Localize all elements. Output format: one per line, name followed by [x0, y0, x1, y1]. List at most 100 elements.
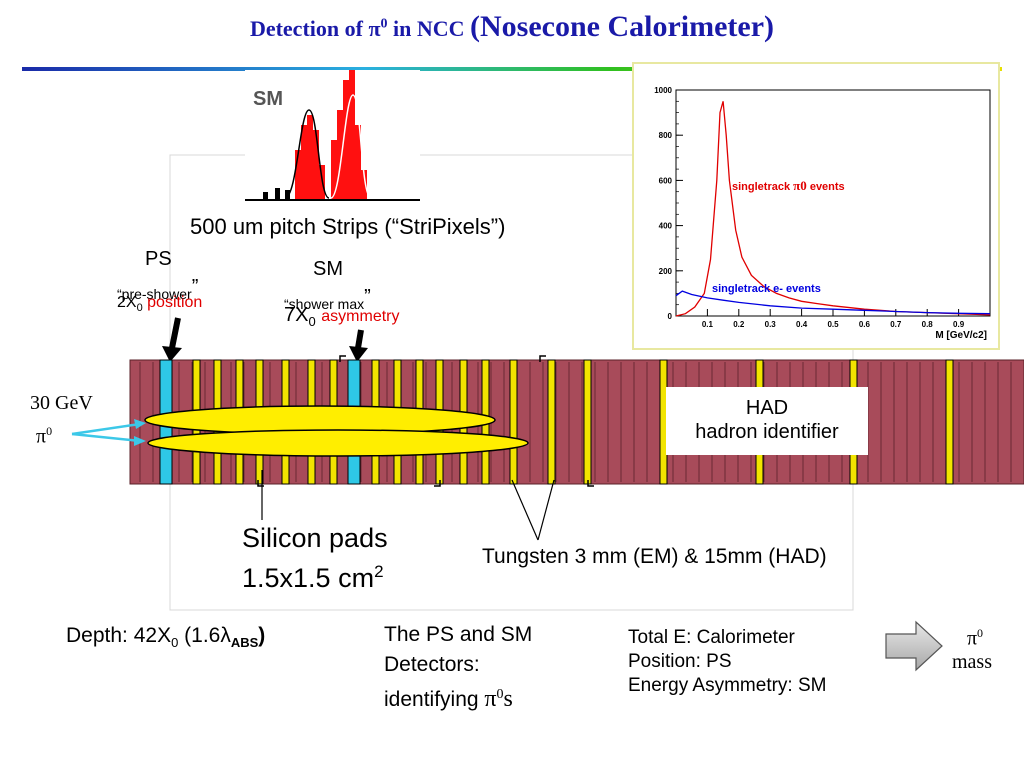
mass-plot: 0 200 400 600 800 1000 0.1 0.2 0.3 0.4 0.5 0.6 0.7 0.… [632, 62, 1000, 350]
tungsten-layer [945, 359, 954, 485]
slide-title: Detection of π0 in NCC (Nosecone Calorim… [0, 10, 1024, 44]
ps-sm-line1: The PS and SM [384, 623, 533, 646]
series-pi0-line [675, 101, 991, 317]
x-tick-label: 0.6 [859, 320, 871, 329]
sm-desc-text: “shower max [284, 296, 365, 312]
mass-plot-axes: 0 200 400 600 800 1000 0.1 0.2 0.3 0.4 0.5 0.6 0.7 0.… [654, 86, 965, 329]
asymmetry-line: Energy Asymmetry: SM [628, 675, 827, 696]
mass-plot-series [675, 101, 991, 317]
series-electron-line [675, 290, 991, 315]
beam-particle: π0 [36, 424, 52, 449]
depth-prefix: Depth: 42X [66, 624, 172, 647]
ps-sm-identifying: identifying [384, 688, 485, 711]
pi0-mass: π0 mass [952, 626, 995, 674]
title-divider [22, 67, 1002, 71]
title-big: (Nosecone Calorimeter) [470, 10, 775, 43]
ps-title: PS [145, 248, 172, 270]
y-tick-label: 600 [659, 176, 673, 185]
x-tick-label: 0.4 [796, 320, 808, 329]
x-tick-label: 0.9 [953, 320, 965, 329]
depth-abs: ABS [230, 635, 259, 651]
beam-line-upper [71, 422, 141, 436]
total-energy-line: Total E: Calorimeter [628, 627, 795, 648]
x-tick-label: 0.5 [827, 320, 839, 329]
silicon-pads-label: Silicon pads 1.5x1.5 cm2 [242, 521, 388, 595]
y-tick-label: 0 [668, 312, 673, 321]
depth-end: ) [258, 624, 266, 647]
tungsten-label: Tungsten 3 mm (EM) & 15mm (HAD) [482, 545, 827, 568]
x-tick-label: 0.3 [765, 320, 777, 329]
sm-depth: 7X0 asymmetry [284, 304, 400, 329]
ps-sm-line3: identifying π0s [384, 680, 532, 715]
pi0-mass-sup: 0 [977, 626, 984, 640]
ps-desc-text: “pre-shower [117, 286, 192, 302]
sm-arrow-head [349, 346, 368, 362]
y-tick-label: 1000 [654, 86, 672, 95]
right-arrow-icon [885, 620, 943, 672]
ps-arrow-head [162, 346, 182, 362]
beam-pi: π [36, 425, 47, 448]
beam-arrowhead-upper [134, 419, 146, 429]
depth-mid: (1.6λ [178, 624, 231, 647]
title-prefix: Detection of π [249, 16, 381, 41]
silicon-sup: 2 [374, 562, 384, 581]
mass-plot-xlabel: M [GeV/c2] [935, 330, 987, 341]
shower-ellipse-lower [147, 429, 529, 457]
x-tick-label: 0.7 [890, 320, 902, 329]
ps-sm-sup: 0 [496, 687, 504, 702]
series-label-pi0: singletrack π0 events [732, 178, 845, 193]
had-title: HAD [745, 397, 789, 419]
ps-sm-detectors-text: The PS and SM Detectors: identifying π0s [384, 620, 532, 715]
position-line: Position: PS [628, 651, 732, 672]
title-mid: in NCC [387, 16, 471, 41]
beam-line-lower [71, 432, 141, 443]
x-tick-label: 0.1 [702, 320, 714, 329]
x-tick-label: 0.8 [922, 320, 934, 329]
ps-sm-pi: π [484, 686, 497, 712]
sm-title: SM [313, 258, 343, 280]
sm-description: “shower max” [284, 286, 371, 312]
tungsten-layer [509, 359, 518, 485]
y-tick-label: 400 [659, 222, 673, 231]
pi0-symbol: π0 [955, 626, 995, 651]
sm-arrow-shaft [355, 329, 364, 349]
sm-depth-text: 7X [284, 304, 309, 326]
y-tick-label: 200 [659, 267, 673, 276]
silicon-line2: 1.5x1.5 cm2 [242, 555, 388, 595]
beam-sup: 0 [46, 424, 53, 438]
beam-arrowhead-lower [134, 436, 146, 446]
tungsten-leader-2 [537, 479, 555, 541]
measurement-summary: Total E: Calorimeter Position: PS Energy… [628, 626, 827, 698]
sm-role: asymmetry [321, 308, 400, 325]
ps-sm-line2: Detectors: [384, 653, 480, 676]
sm-depth-sub: 0 [308, 314, 316, 329]
tungsten-layer [547, 359, 556, 485]
ps-depth-text: 2X [117, 294, 137, 311]
had-description: hadron identifier [695, 421, 839, 443]
pi0-mass-pi: π [966, 627, 978, 650]
ps-sm-s: s [503, 686, 513, 712]
ps-description: “pre-shower” [117, 276, 199, 302]
sm-inset-plot [245, 70, 420, 202]
beam-energy: 30 GeV [30, 392, 93, 414]
ps-arrow-shaft [169, 317, 181, 349]
strips-label: 500 um pitch Strips (“StriPixels”) [190, 214, 506, 239]
tungsten-leader-1 [511, 479, 539, 541]
brackets [257, 355, 594, 487]
title-sup: 0 [380, 16, 388, 32]
silicon-line1: Silicon pads [242, 523, 388, 553]
depth-sub: 0 [171, 635, 179, 651]
sm-inset-label: SM [253, 88, 283, 110]
depth-text: Depth: 42X0 (1.6λABS) [66, 624, 265, 650]
had-box: HAD hadron identifier [666, 387, 868, 455]
ps-depth-sub: 0 [136, 302, 143, 315]
x-tick-label: 0.2 [733, 320, 745, 329]
series-label-electron: singletrack e- events [712, 283, 821, 295]
ps-role: position [147, 294, 203, 311]
y-tick-label: 800 [659, 131, 673, 140]
mass-plot-area [675, 89, 991, 317]
ps-depth: 2X0 position [117, 294, 202, 314]
mass-word: mass [952, 650, 992, 673]
